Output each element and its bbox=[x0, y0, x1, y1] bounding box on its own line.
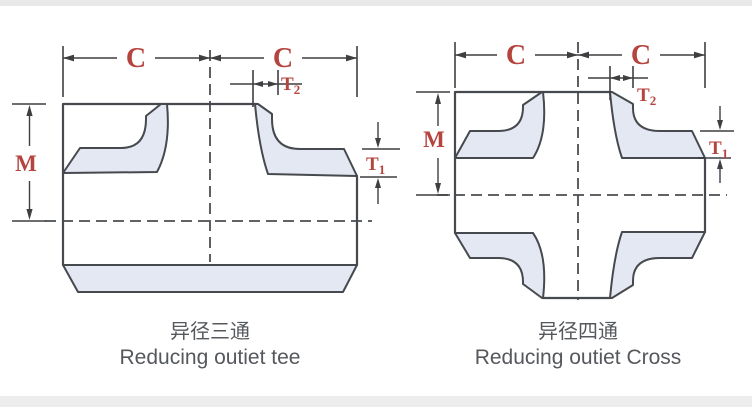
cross-dim-label-t1: T1 bbox=[709, 138, 728, 161]
tee-dim-m: M bbox=[12, 103, 46, 222]
tee-dim-c-left: C bbox=[62, 43, 210, 97]
cross-dim-t1: T1 bbox=[698, 106, 734, 183]
tee-body-outline-left-top bbox=[61, 102, 259, 267]
top-edge-strip bbox=[0, 0, 752, 6]
tee-caption-en: Reducing outiet tee bbox=[120, 346, 301, 369]
cross-dim-label-c-left: C bbox=[506, 40, 526, 71]
tee-dim-label-t2: T2 bbox=[281, 74, 300, 97]
tee-bottom-wall-section bbox=[62, 264, 358, 293]
cross-top-left-wall-section bbox=[454, 91, 546, 159]
cross-dim-t2: T2 bbox=[588, 66, 656, 108]
tee-dim-label-t1: T1 bbox=[366, 154, 385, 177]
cross-top-right-wall-section bbox=[609, 91, 706, 159]
cross-dim-c-left: C bbox=[454, 40, 578, 88]
cross-dim-c-right: C bbox=[578, 40, 706, 88]
tee-dim-t1: T1 bbox=[360, 122, 400, 204]
cross-dim-label-c-right: C bbox=[631, 40, 651, 71]
tee-dim-label-c-right: C bbox=[273, 43, 293, 74]
tee-diagram: C C T2 bbox=[12, 43, 400, 369]
cross-dim-label-t2: T2 bbox=[637, 85, 656, 108]
cross-body-outline-left-top bbox=[453, 90, 612, 235]
cross-caption-zh: 异径四通 bbox=[538, 320, 618, 343]
tee-left-wall-section bbox=[62, 103, 169, 174]
cross-bottom-left-wall-section bbox=[454, 232, 546, 299]
cross-diagram: C C T2 bbox=[416, 40, 734, 369]
tee-dim-c-right: C bbox=[210, 43, 358, 97]
cross-dim-m: M bbox=[416, 91, 450, 196]
tee-dim-label-c-left: C bbox=[126, 43, 146, 74]
tee-caption-zh: 异径三通 bbox=[170, 320, 250, 343]
tee-right-wall-section bbox=[254, 103, 358, 177]
bottom-edge-strip bbox=[0, 396, 752, 407]
cross-caption-en: Reducing outiet Cross bbox=[475, 346, 682, 369]
tee-dim-t2: T2 bbox=[230, 70, 302, 107]
cross-bottom-right-wall-section bbox=[609, 231, 706, 299]
cross-dim-label-m: M bbox=[423, 127, 445, 152]
tee-dim-label-m: M bbox=[15, 151, 37, 176]
